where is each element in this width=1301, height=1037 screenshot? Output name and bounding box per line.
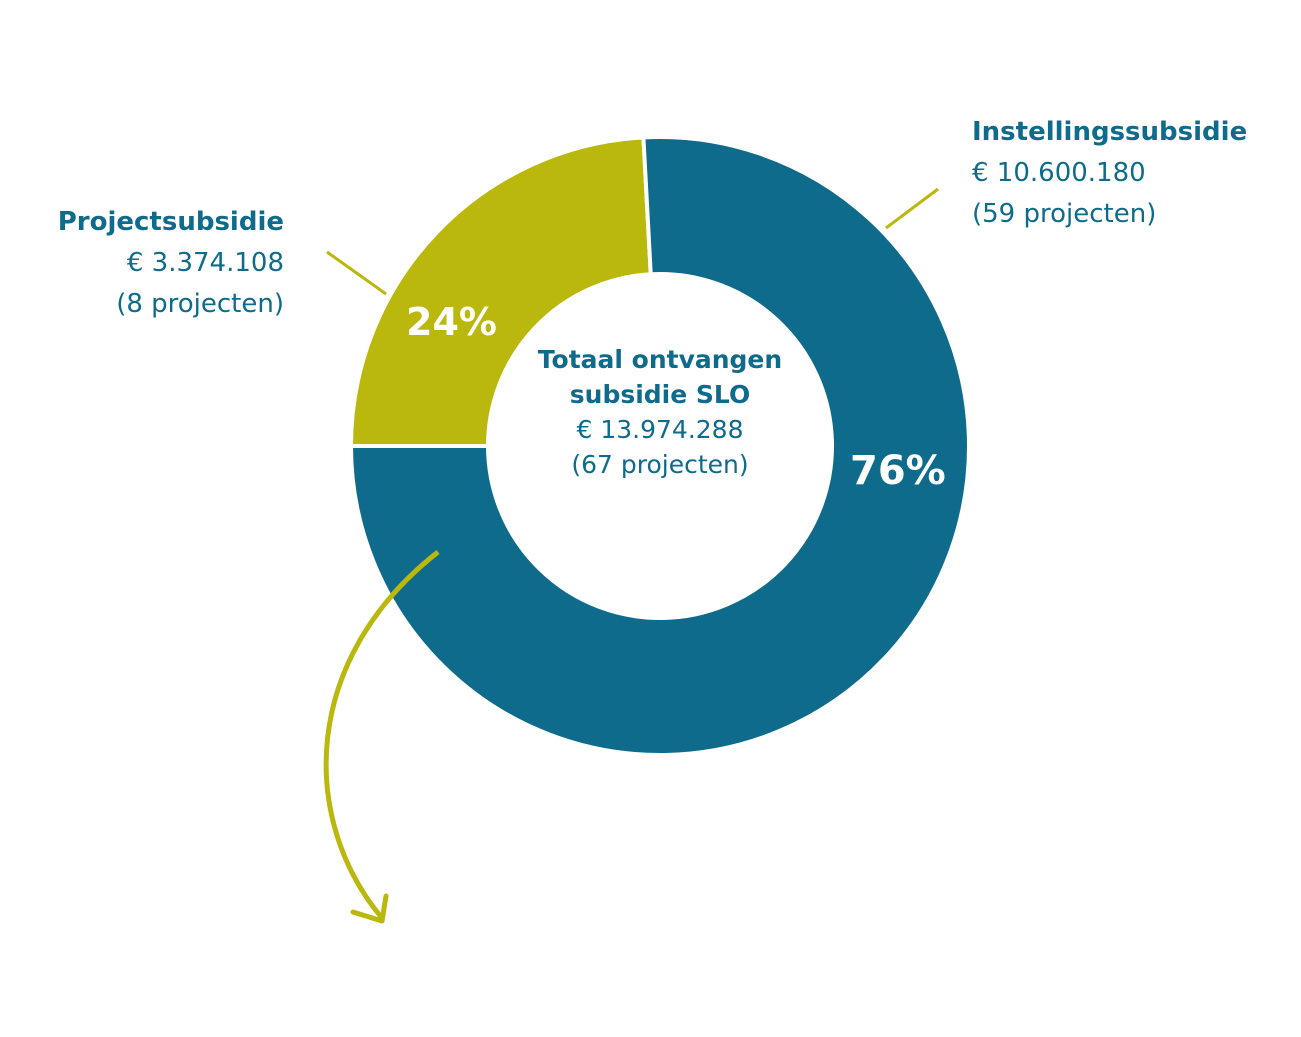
slice-name: Instellingssubsidie — [972, 117, 1248, 147]
center-title-line2: subsidie SLO — [569, 380, 751, 409]
center-title-line1: Totaal ontvangen — [537, 345, 783, 374]
leader-line-instellingssubsidie — [885, 187, 939, 230]
donut-slices — [348, 135, 971, 757]
slice-amount: € 3.374.108 — [126, 248, 284, 278]
slice-percent-projectsubsidie: 24% — [406, 300, 497, 344]
slice-count: (8 projecten) — [116, 289, 284, 319]
slice-name: Projectsubsidie — [57, 207, 284, 237]
slice-label-instellingssubsidie: Instellingssubsidie € 10.600.180 (59 pro… — [972, 112, 1247, 235]
arrow-head-icon — [350, 893, 389, 924]
slice-count: (59 projecten) — [972, 199, 1157, 229]
donut-slice-projectsubsidie — [348, 135, 653, 448]
slice-label-projectsubsidie: Projectsubsidie € 3.374.108 (8 projecten… — [58, 202, 284, 325]
donut-center-label: Totaal ontvangen subsidie SLO € 13.974.2… — [510, 342, 810, 482]
slice-percent-instellingssubsidie: 76% — [850, 448, 946, 494]
donut-slice-instellingssubsidie — [348, 135, 971, 757]
curved-arrow-line — [323, 550, 440, 920]
leader-line-projectsubsidie — [326, 250, 387, 296]
slice-amount: € 10.600.180 — [972, 158, 1146, 188]
center-count: (67 projecten) — [571, 450, 749, 479]
center-amount: € 13.974.288 — [576, 415, 744, 444]
